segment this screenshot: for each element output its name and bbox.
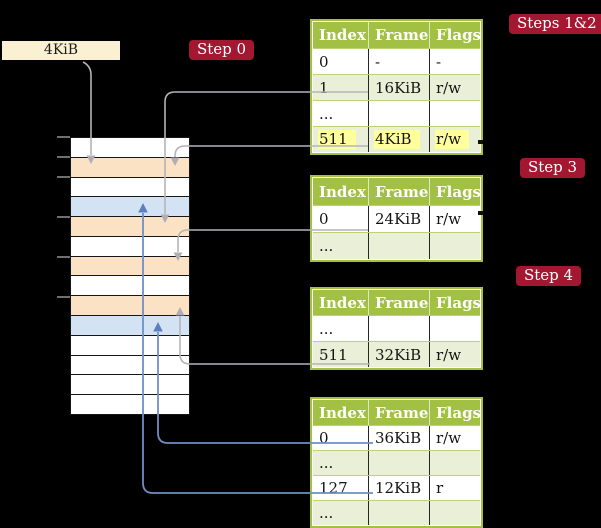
entry-pointer-notch	[478, 140, 483, 144]
header-cell-frame: Frame	[369, 178, 430, 205]
cell-index: 0	[313, 49, 369, 74]
cell-flags: r/w	[436, 210, 462, 228]
memory-frame-row-white	[71, 395, 189, 414]
table-row: ...	[313, 500, 480, 525]
memory-tick	[57, 216, 70, 218]
cell-flags: r/w	[430, 127, 480, 152]
cell-frame	[369, 101, 430, 126]
memory-tick	[57, 136, 70, 138]
cell-flags	[430, 316, 480, 341]
cell-frame: -	[369, 49, 430, 74]
cell-flags: r	[436, 479, 444, 497]
cell-index: ...	[313, 101, 369, 126]
memory-frame-row-white	[71, 375, 189, 396]
entry-pointer-notch	[478, 211, 483, 215]
header-cell-index: Index	[313, 290, 369, 315]
memory-tick	[57, 296, 70, 298]
header-cell-flags: Flags	[436, 182, 481, 201]
cell-index: 511	[313, 342, 369, 367]
memory-tick	[57, 156, 70, 158]
memory-frame-row-orange	[71, 217, 189, 237]
table-row: ...	[313, 100, 480, 126]
cell-frame	[369, 316, 430, 341]
header-cell-index: Index	[313, 178, 369, 205]
step-0-badge: Step 0	[189, 40, 255, 60]
header-cell-index: Index	[313, 400, 369, 425]
steps-1-2-badge: Steps 1&2	[509, 14, 601, 34]
cell-index: 127	[313, 476, 369, 500]
cell-frame	[369, 233, 430, 259]
memory-tick	[57, 176, 70, 178]
cell-frame	[369, 501, 430, 525]
table-row: 0--	[313, 48, 480, 74]
memory-frame-row-white	[71, 276, 189, 297]
header-cell-index: Index	[313, 22, 369, 48]
memory-frame-row-white	[71, 177, 189, 198]
cell-index: ...	[313, 316, 369, 341]
cell-frame	[369, 451, 430, 475]
table-row: ...	[313, 450, 480, 475]
cell-index: 1	[313, 75, 369, 100]
frame-size-label: 4KiB	[2, 41, 120, 60]
header-cell-frame: Frame	[369, 290, 430, 315]
cell-flags: r/w	[436, 78, 462, 97]
memory-frame-row-white	[71, 335, 189, 356]
cell-flags: r/w	[436, 345, 462, 364]
header-cell-flags: Flags	[436, 26, 481, 44]
cell-flags: -	[436, 52, 442, 71]
cell-index: 511	[313, 127, 369, 152]
table-row: ...	[313, 232, 480, 259]
cell-flags	[430, 233, 480, 259]
header-cell-frame: Frame	[369, 400, 430, 425]
memory-tick	[57, 256, 70, 258]
memory-frame-row-white	[71, 236, 189, 257]
memory-frame-row-white	[71, 138, 189, 158]
header-cell-frame: Frame	[369, 22, 430, 48]
cell-frame: 16KiB	[369, 75, 430, 100]
memory-frame-row-orange	[71, 256, 189, 277]
memory-frame-row-blue	[71, 316, 189, 336]
memory-frame-row-white	[71, 355, 189, 376]
physical-memory-column	[70, 137, 190, 415]
memory-frame-row-orange	[71, 296, 189, 317]
cell-frame: 4KiB	[369, 127, 430, 152]
table-row: ...	[313, 315, 480, 341]
cell-index: ...	[313, 451, 369, 475]
cell-flags	[430, 451, 480, 475]
step-3-badge: Step 3	[520, 158, 586, 178]
cell-frame: 12KiB	[369, 476, 430, 500]
cell-index: 0	[313, 206, 369, 232]
cell-index: ...	[313, 501, 369, 525]
header-cell-flags: Flags	[436, 293, 481, 312]
cell-index: 0	[313, 426, 369, 450]
cell-flags	[430, 501, 480, 525]
cell-frame: 24KiB	[369, 206, 430, 232]
cell-index: ...	[313, 233, 369, 259]
cell-frame: 36KiB	[369, 426, 430, 450]
cell-flags: r/w	[436, 429, 462, 447]
header-cell-flags: Flags	[436, 403, 481, 422]
step-4-badge: Step 4	[516, 266, 582, 286]
memory-frame-row-orange	[71, 157, 189, 178]
memory-frame-row-blue	[71, 197, 189, 218]
cell-flags	[430, 101, 480, 126]
cell-frame: 32KiB	[369, 342, 430, 367]
